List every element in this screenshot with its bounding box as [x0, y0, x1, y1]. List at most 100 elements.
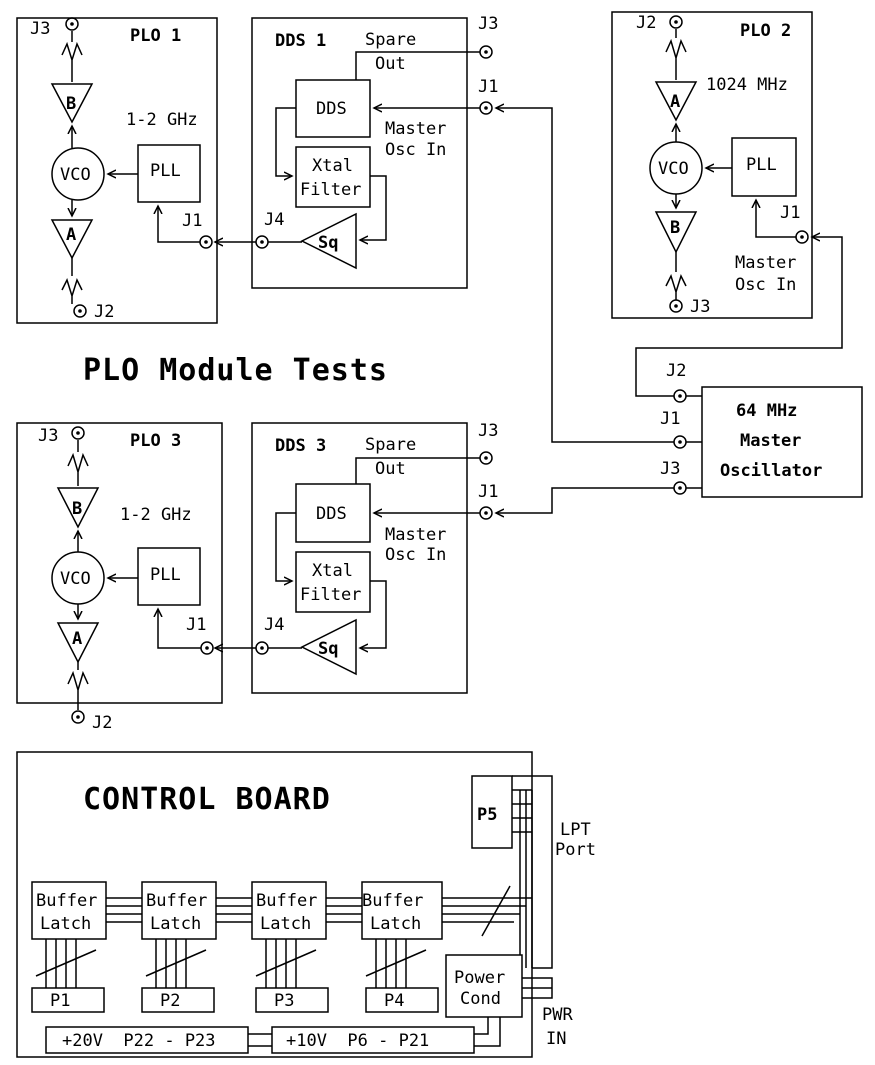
power-cond-label-2: Cond — [460, 989, 501, 1009]
p4-connector[interactable] — [365, 987, 439, 1013]
rail-10v-label: +10V P6 - P21 — [286, 1031, 429, 1051]
p4-label: P4 — [384, 991, 404, 1011]
svg-text:Buffer: Buffer — [36, 891, 97, 911]
svg-text:Latch: Latch — [260, 914, 311, 934]
dds3-dds-to-filter — [275, 512, 296, 581]
plo2-vco-label: VCO — [658, 159, 689, 179]
plo2-in-label-2: Osc In — [735, 275, 796, 295]
plo2-j1-to-pll — [756, 200, 796, 238]
dds1-filter-label: Filter — [300, 180, 361, 200]
p1-label: P1 — [50, 991, 70, 1011]
dds3-in-label-2: Osc In — [385, 545, 446, 565]
master-j2-label: J2 — [666, 361, 686, 381]
lpt-label-2: Port — [555, 840, 596, 860]
dds3-in-label-1: Master — [385, 525, 446, 545]
plo1-attenuator-top — [61, 31, 83, 82]
plo3-j2-connector[interactable] — [71, 710, 85, 724]
control-board: CONTROL BOARD P5 LPT Port Buffer Latch B… — [16, 751, 596, 1058]
dds1-out-label: Out — [375, 54, 406, 74]
master-osc-label-1: Master — [740, 431, 801, 451]
dds1-j1-connector[interactable] — [479, 101, 493, 115]
p1-connector[interactable] — [31, 987, 105, 1013]
dds1-j3-connector[interactable] — [479, 45, 493, 59]
buffer-latch-4: Buffer Latch — [361, 881, 443, 940]
dds1-filter-to-sq — [360, 175, 387, 240]
latch-bus — [106, 897, 532, 923]
plo2-j2-label: J2 — [636, 13, 656, 33]
lpt-label-1: LPT — [560, 820, 591, 840]
plo3-j3-connector[interactable] — [71, 426, 85, 440]
latch-output-buses — [35, 939, 427, 988]
dds1-in-label-1: Master — [385, 119, 446, 139]
plo3-attenuator-bottom — [67, 662, 89, 710]
plo1-title: PLO 1 — [130, 26, 181, 46]
plo3-title: PLO 3 — [130, 431, 181, 451]
dds1-title: DDS 1 — [275, 31, 326, 51]
plo3-attenuator-top — [67, 440, 89, 486]
plo3-j3-label: J3 — [38, 426, 58, 446]
master-jack-leads — [686, 395, 702, 489]
rail-leads — [248, 1017, 501, 1047]
plo1-j2-connector[interactable] — [73, 304, 87, 318]
plo1-j2-label: J2 — [94, 302, 114, 322]
p2-label: P2 — [160, 991, 180, 1011]
cable-master-j3-dds3 — [496, 487, 674, 513]
plo1-pll — [137, 144, 201, 203]
plo2-j3-connector[interactable] — [669, 299, 683, 313]
plo2-pll-label: PLL — [746, 155, 777, 175]
rail-10v — [271, 1026, 475, 1054]
dds1-j3-label: J3 — [478, 14, 498, 34]
master-osc-freq: 64 MHz — [736, 401, 797, 421]
p3-connector[interactable] — [255, 987, 329, 1013]
dds3-title: DDS 3 — [275, 436, 326, 456]
p2-connector[interactable] — [141, 987, 215, 1013]
dds3-j1-label: J1 — [478, 482, 498, 502]
plo3-module: PLO 3 J3 B 1-2 GHz VCO PLL A J2 J1 — [16, 422, 223, 733]
master-j1-connector[interactable] — [673, 435, 687, 449]
svg-text:Buffer: Buffer — [146, 891, 207, 911]
dds1-spare-line — [355, 51, 480, 80]
rail-20v — [45, 1026, 249, 1054]
buffer-latch-1: Buffer Latch — [31, 881, 107, 940]
p5-connector[interactable] — [471, 775, 513, 849]
master-osc-box — [701, 386, 863, 498]
pwr-label-1: PWR — [542, 1005, 573, 1025]
master-j3-label: J3 — [660, 459, 680, 479]
plo3-j1-label: J1 — [186, 615, 206, 635]
svg-text:Latch: Latch — [370, 914, 421, 934]
plo2-title: PLO 2 — [740, 21, 791, 41]
plo1-attenuator-bottom — [61, 258, 83, 304]
cable-master-j1-dds1 — [496, 108, 674, 443]
dds3-xtal-label: Xtal — [312, 561, 353, 581]
p5-label: P5 — [477, 805, 497, 825]
plo2-amp-b — [654, 211, 698, 254]
dds3-j3-label: J3 — [478, 421, 498, 441]
master-j2-connector[interactable] — [673, 389, 687, 403]
power-conditioner — [445, 954, 523, 1018]
power-cond-label-1: Power — [454, 968, 505, 988]
dds1-j1-label: J1 — [478, 77, 498, 97]
dds3-j3-connector[interactable] — [479, 451, 493, 465]
bus-slash — [481, 885, 511, 937]
plo1-amp-b-label: B — [66, 94, 76, 114]
dds3-sq-label: Sq — [318, 639, 338, 659]
plo1-j3-label: J3 — [30, 19, 50, 39]
master-oscillator: 64 MHz Master Oscillator J2 J1 J3 — [660, 361, 863, 498]
dds1-module: DDS 1 Spare Out DDS J3 J1 Master Osc In … — [251, 14, 498, 289]
plo1-vco-label: VCO — [60, 165, 91, 185]
plo3-vco-label: VCO — [60, 569, 91, 589]
plo2-j2-connector[interactable] — [669, 15, 683, 29]
plo3-j2-label: J2 — [92, 713, 112, 733]
buffer-latch-2: Buffer Latch — [141, 881, 217, 940]
plo2-amp-a-label: A — [670, 92, 680, 112]
dds3-j1-connector[interactable] — [479, 506, 493, 520]
dds1-sq-label: Sq — [318, 233, 338, 253]
dds1-spare-label: Spare — [365, 30, 416, 50]
plo1-amp-a-label: A — [66, 225, 76, 245]
control-board-title: CONTROL BOARD — [83, 782, 331, 817]
buffer-latch-3: Buffer Latch — [251, 881, 327, 940]
plo1-j3-connector[interactable] — [65, 17, 79, 31]
master-j3-connector[interactable] — [673, 481, 687, 495]
diagram-title: PLO Module Tests — [83, 353, 388, 388]
